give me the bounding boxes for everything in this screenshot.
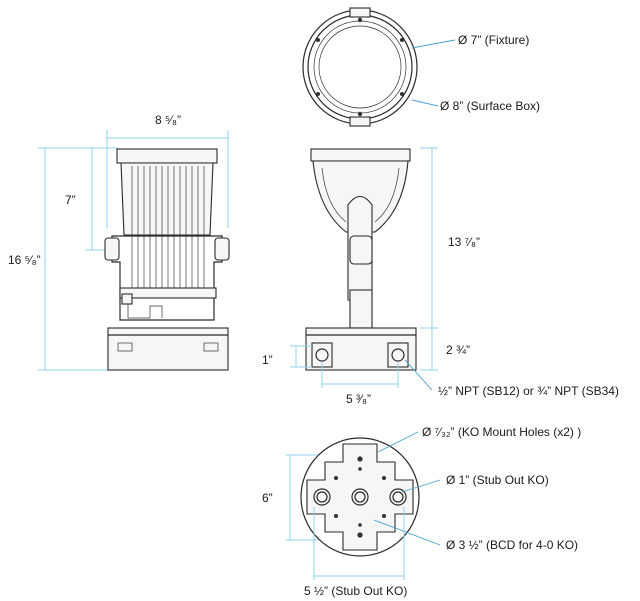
width-overall-label: 8 ⁵⁄₈” — [155, 113, 181, 127]
ko-hole-right — [391, 348, 405, 362]
front-lens-frame — [310, 148, 411, 162]
mount-hole-bottom — [357, 532, 363, 538]
fin-curve — [321, 167, 347, 223]
surface-box-leader-line — [411, 99, 439, 107]
stub-ko-left-inner — [316, 491, 328, 503]
mount-hole — [382, 476, 386, 480]
gland-fitting — [121, 293, 133, 305]
npt-leader-line — [404, 359, 433, 391]
lens-ring — [313, 20, 407, 114]
heat-sink-body — [120, 162, 214, 236]
yoke-bracket — [111, 235, 223, 321]
ko-spacing-label: 5 ³⁄₈” — [346, 392, 371, 406]
box-tab-left — [117, 342, 133, 352]
bottom-tab — [349, 116, 371, 127]
bcd-note-label: Ø 3 ½” (BCD for 4-0 KO) — [446, 538, 578, 552]
stub-ko-leader-line — [401, 479, 441, 493]
surface-box-outline — [302, 9, 418, 125]
ko-hole-left — [315, 348, 329, 362]
bcd-hole — [358, 467, 362, 471]
head-height-label: 7” — [65, 193, 76, 207]
stub-ko-right-inner — [392, 491, 404, 503]
stub-ko-left — [313, 488, 331, 506]
knuckle-left — [104, 237, 120, 261]
box-height-label: 2 ¾” — [446, 343, 470, 357]
bottom-view: Ø ⁷⁄₃₂” (KO Mount Holes (x2) ) Ø 1” (Stu… — [262, 425, 581, 598]
box-tab-right — [203, 342, 219, 352]
stub-out-ko-diameter-label: Ø 1” (Stub Out KO) — [446, 473, 549, 487]
stub-ko-center — [351, 488, 369, 506]
npt-note-label: ½” NPT (SB12) or ¾” NPT (SB34) — [438, 384, 619, 398]
screw-icon — [400, 92, 404, 96]
height-to-box-label: 13 ⁷⁄₈” — [448, 235, 480, 249]
front-knuckle — [349, 235, 373, 265]
lens-inner-ring — [318, 25, 402, 109]
ko-mount-leader-line — [377, 431, 419, 453]
stub-ko-center-inner — [354, 491, 366, 503]
bcd-hole — [358, 523, 362, 527]
screw-icon — [357, 111, 363, 117]
ko-mount-holes-label: Ø ⁷⁄₃₂” (KO Mount Holes (x2) ) — [422, 425, 581, 439]
stub-out-width-label: 5 ½” (Stub Out KO) — [304, 584, 407, 598]
top-view: Ø 7” (Fixture) Ø 8” (Surface Box) — [302, 7, 540, 127]
ko-offset-label: 1” — [262, 353, 273, 367]
overall-height-label: 16 ⁵⁄₈” — [8, 253, 41, 267]
fin-curve — [374, 167, 400, 223]
top-tab — [349, 7, 371, 18]
cross-pattern — [306, 443, 414, 551]
screw-icon — [357, 17, 363, 23]
surface-box-diameter-label: Ø 8” (Surface Box) — [440, 99, 540, 113]
screw-icon — [400, 38, 404, 42]
fixture-outline — [307, 14, 413, 120]
fixture-diameter-label: Ø 7” (Fixture) — [458, 33, 529, 47]
mount-hole — [334, 476, 338, 480]
surface-box — [107, 327, 229, 371]
mount-hole — [334, 514, 338, 518]
screw-icon — [316, 92, 320, 96]
bottom-outline — [300, 437, 420, 557]
conduit-wire — [127, 296, 163, 319]
mount-hole-top — [357, 456, 363, 462]
bottom-height-label: 6” — [262, 491, 273, 505]
fixture-leader-line — [411, 39, 456, 49]
lens-frame — [116, 148, 218, 164]
driver-housing — [119, 287, 217, 299]
knuckle-right — [214, 237, 230, 261]
side-view: 8 ⁵⁄₈” 7” 16 ⁵⁄₈” — [8, 113, 230, 371]
stub-ko-right — [389, 488, 407, 506]
front-stem — [349, 289, 373, 329]
front-view: 13 ⁷⁄₈” 2 ¾” 1” 5 ³⁄₈” ½” NPT (SB12) or … — [262, 147, 619, 406]
screw-icon — [316, 38, 320, 42]
bcd-leader-line — [373, 519, 441, 546]
mount-hole — [382, 514, 386, 518]
